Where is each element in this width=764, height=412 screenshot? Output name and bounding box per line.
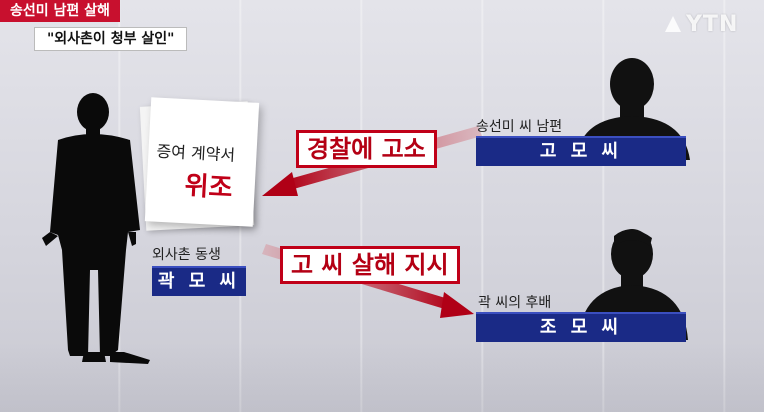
tag-police-report: 경찰에 고소 xyxy=(296,130,437,168)
document-forgery-label: 위조 xyxy=(183,171,234,204)
news-caption-title: 송선미 남편 살해 xyxy=(0,0,120,22)
top-right-person-role: 송선미 씨 남편 xyxy=(476,119,563,135)
document-title: 증여 계약서 xyxy=(156,141,236,165)
left-person-name: 곽 모 씨 xyxy=(152,266,246,296)
tag-murder-order: 고 씨 살해 지시 xyxy=(280,246,460,284)
ytn-logo: YTN xyxy=(686,12,739,37)
news-caption-subtitle: "외사촌이 청부 살인" xyxy=(34,27,188,51)
ytn-logo-mark-icon xyxy=(665,16,681,32)
bottom-right-person-name: 조 모 씨 xyxy=(476,312,686,342)
left-person-role: 외사촌 동생 xyxy=(152,247,221,263)
top-right-person-name: 고 모 씨 xyxy=(476,136,686,166)
bottom-right-person-role: 곽 씨의 후배 xyxy=(478,295,552,311)
gift-contract-document: 증여 계약서 위조 xyxy=(144,97,260,227)
silhouette-left-man xyxy=(42,93,150,364)
